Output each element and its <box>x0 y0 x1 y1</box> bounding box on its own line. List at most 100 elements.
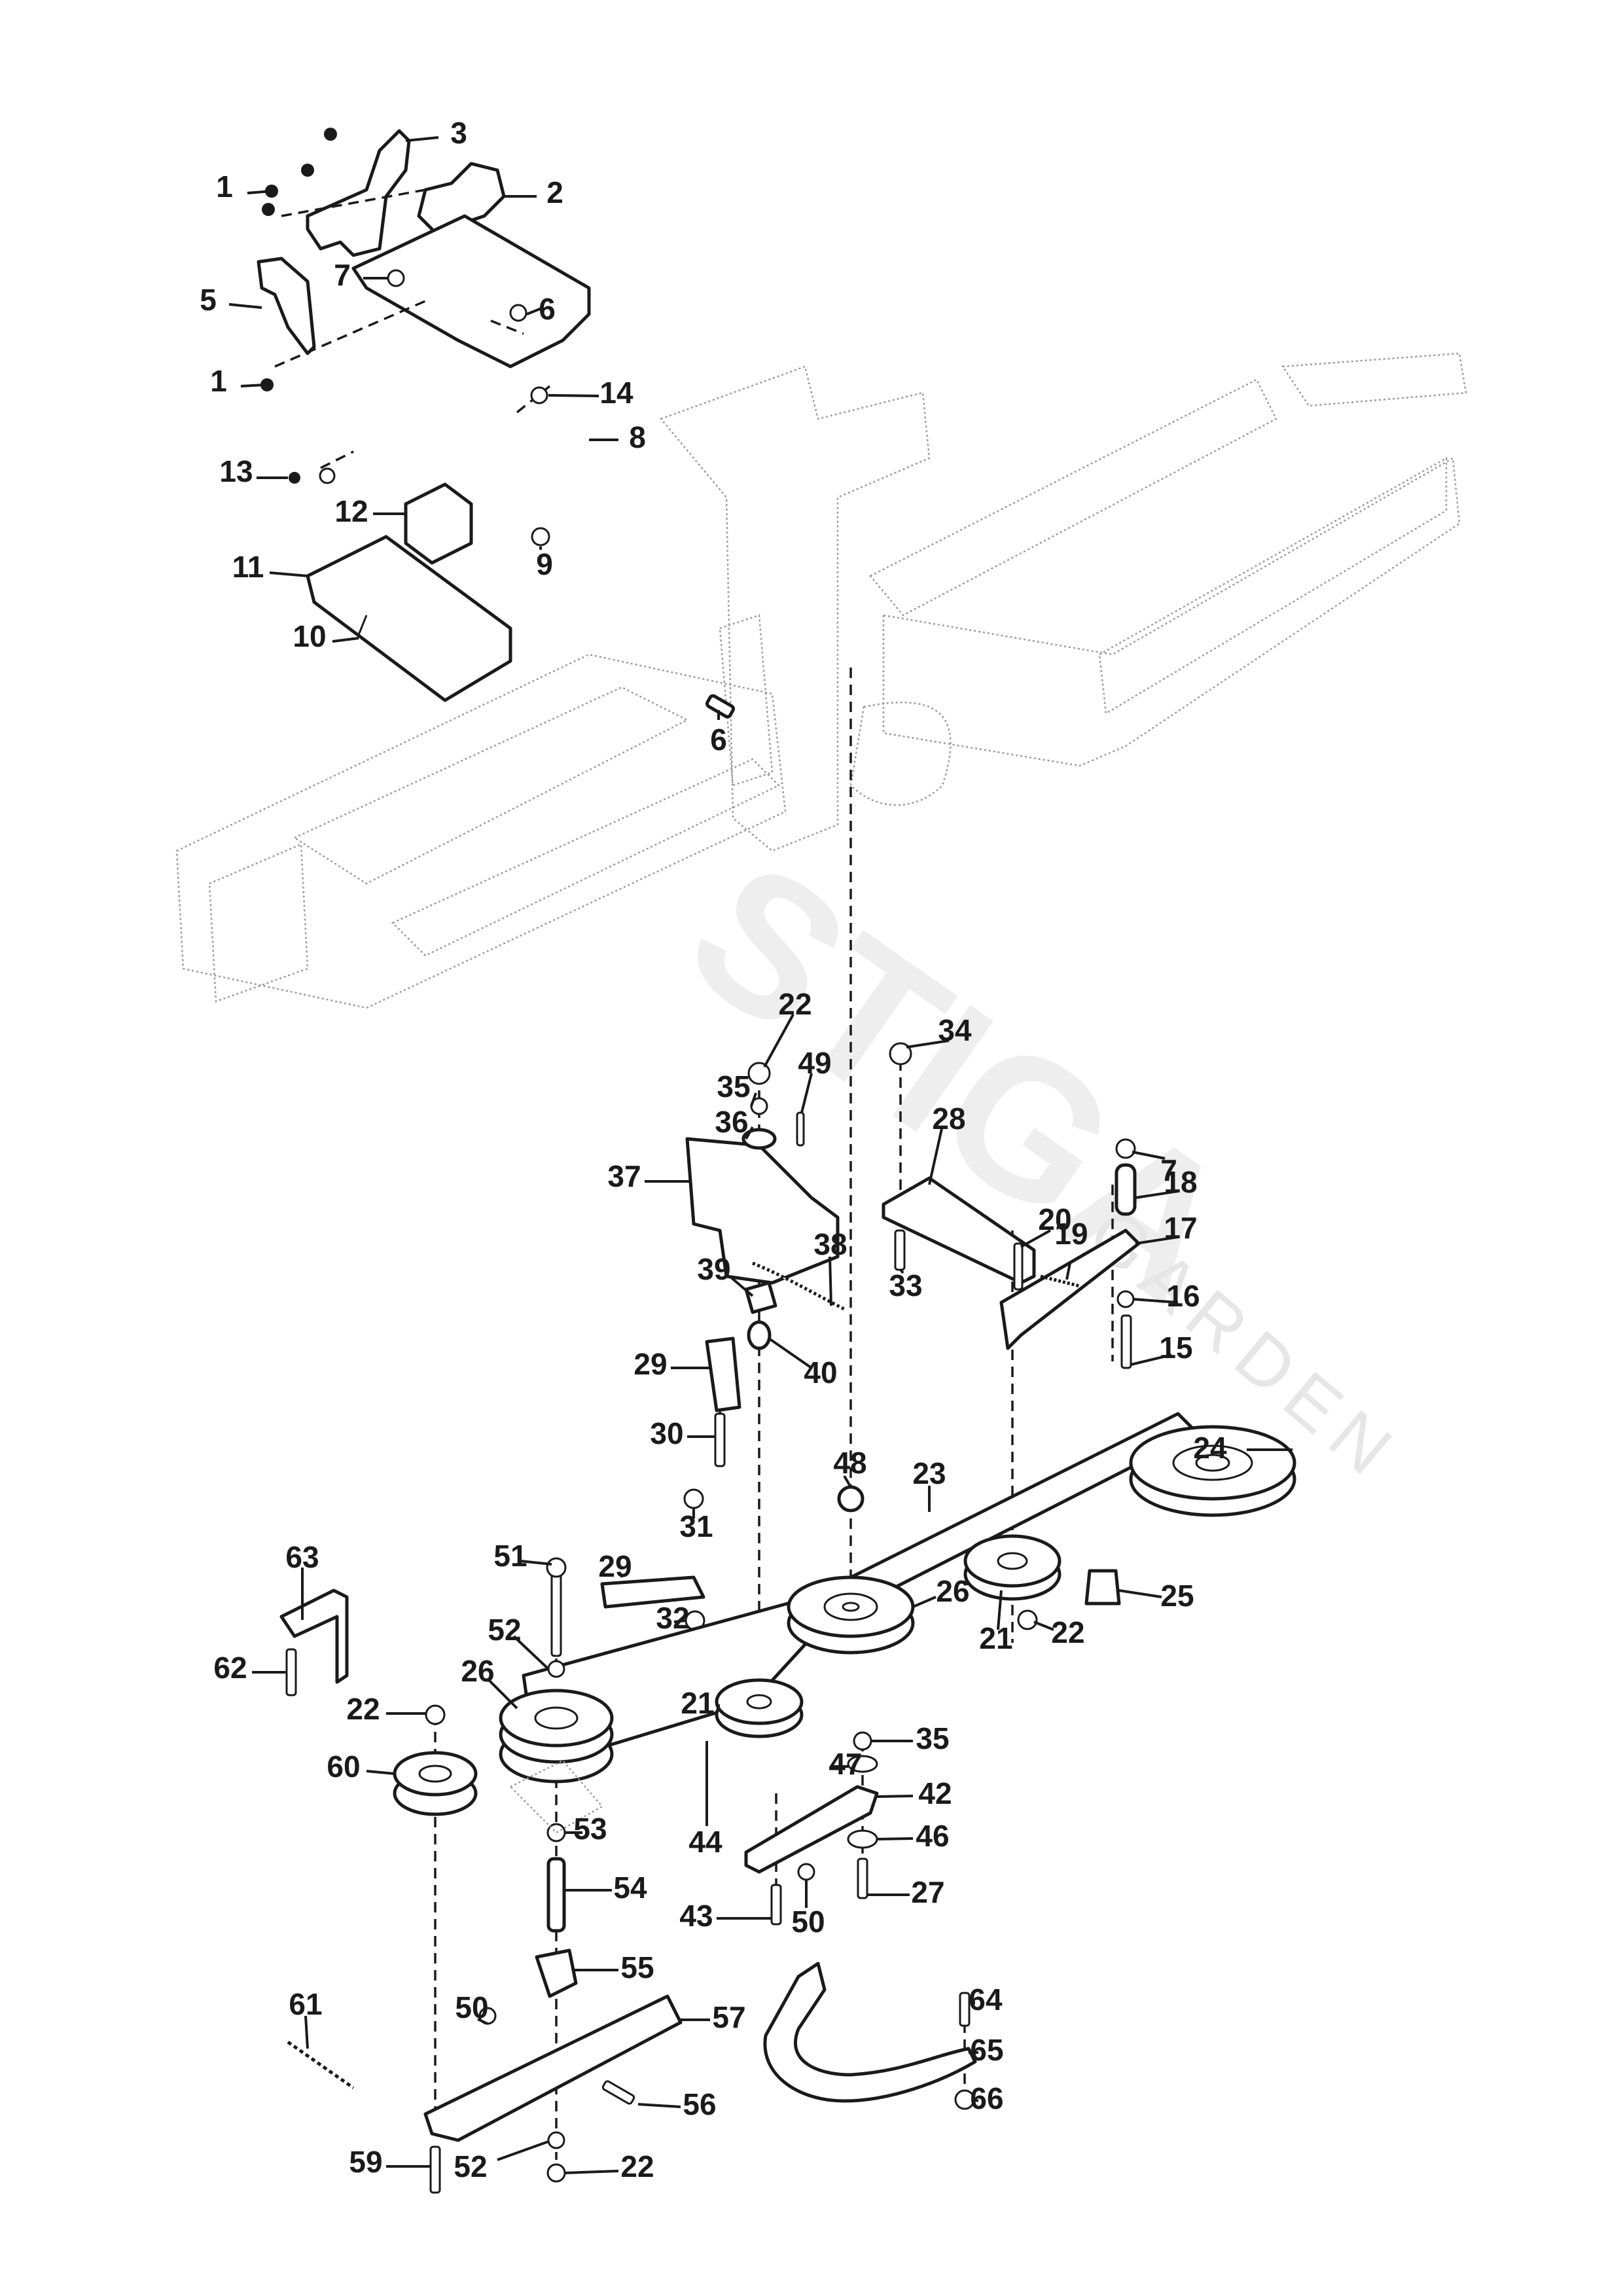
part-number-label: 37 <box>607 1159 641 1193</box>
nut-14 <box>530 386 548 404</box>
leader-line <box>763 1014 794 1067</box>
callout-8: 8 <box>589 420 646 454</box>
part-number-label: 61 <box>289 1987 322 2021</box>
washer-52 <box>547 1660 565 1678</box>
pulley-21-center <box>715 1678 804 1738</box>
bracket-12 <box>404 482 473 565</box>
part-number-label: 19 <box>1054 1217 1088 1251</box>
part-number-label: 52 <box>454 2149 487 2183</box>
callout-57: 57 <box>681 2000 746 2034</box>
leader-line <box>1133 1298 1179 1304</box>
part-number-label: 13 <box>219 454 253 488</box>
part-number-label: 24 <box>1193 1431 1227 1465</box>
pin-20 <box>1013 1242 1024 1291</box>
part-number-label: 32 <box>656 1601 689 1635</box>
spring-19 <box>1040 1274 1080 1288</box>
part-number-label: 17 <box>1164 1211 1197 1245</box>
bolt-31 <box>683 1488 704 1509</box>
idler-lever-group <box>600 1042 1141 1631</box>
leader-line <box>366 1770 395 1775</box>
part-number-label: 10 <box>293 619 326 653</box>
callout-46: 46 <box>876 1819 950 1853</box>
part-number-label: 18 <box>1164 1165 1197 1199</box>
callout-36: 36 <box>715 1105 754 1139</box>
callout-22: 22 <box>763 987 812 1067</box>
leader-line <box>829 1256 832 1306</box>
bolt-56 <box>601 2080 635 2105</box>
callout-1: 1 <box>210 364 266 398</box>
nut-7 <box>387 269 405 287</box>
callout-66: 66 <box>970 2081 1003 2115</box>
callout-14: 14 <box>548 376 633 410</box>
cover-37 <box>685 1137 840 1285</box>
callout-21: 21 <box>979 1590 1013 1655</box>
leader-line <box>1130 1354 1172 1366</box>
part-number-label: 16 <box>1166 1279 1200 1313</box>
callout-12: 12 <box>334 494 406 528</box>
leader-line <box>912 1596 936 1608</box>
part-number-label: 8 <box>629 420 646 454</box>
leader-line <box>1065 1263 1071 1280</box>
leader-line <box>1132 1151 1166 1160</box>
callout-47: 47 <box>829 1747 862 1781</box>
leader-line <box>750 1092 757 1107</box>
bolt-62 <box>285 1648 297 1696</box>
callout-30: 30 <box>650 1416 715 1450</box>
clutch-24 <box>1129 1425 1296 1517</box>
part-number-label: 29 <box>598 1549 632 1583</box>
bolt-33 <box>894 1229 906 1271</box>
nut-48 <box>837 1485 865 1513</box>
part-number-label: 49 <box>798 1046 831 1080</box>
washer-36 <box>741 1128 777 1150</box>
part-number-label: 43 <box>679 1899 713 1933</box>
part-number-label: 55 <box>620 1950 654 1984</box>
callout-15: 15 <box>1130 1331 1193 1366</box>
bracket-group-top <box>257 128 735 719</box>
bolt-15 <box>1120 1314 1132 1369</box>
leader-line <box>332 637 359 643</box>
nut-22-idler <box>425 1704 446 1725</box>
nut-7b <box>1115 1138 1136 1159</box>
nut-34 <box>889 1042 912 1066</box>
part-number-label: 11 <box>232 550 264 584</box>
callout-64: 64 <box>969 1982 1003 2017</box>
part-number-label: 53 <box>573 1812 607 1846</box>
part-number-label: 46 <box>916 1819 949 1853</box>
leader-line <box>477 2018 488 2025</box>
leader-line <box>928 1125 944 1185</box>
screw-1 <box>262 203 275 216</box>
leader-line <box>906 1039 950 1049</box>
mount-ghost <box>508 1759 603 1834</box>
screw-13 <box>289 472 300 484</box>
leader-line <box>637 2103 681 2108</box>
part-number-label: 30 <box>650 1416 683 1450</box>
leader-line <box>843 1475 852 1488</box>
callout-22: 22 <box>564 2149 654 2183</box>
part-number-label: 2 <box>546 175 563 209</box>
callout-59: 59 <box>349 2145 431 2179</box>
leader-line <box>486 1677 518 1710</box>
callout-51: 51 <box>493 1539 552 1573</box>
part-number-label: 23 <box>912 1456 946 1490</box>
plate-29a <box>705 1336 741 1412</box>
callout-26: 26 <box>461 1654 518 1710</box>
nut-22-lower <box>546 2163 566 2183</box>
callout-28: 28 <box>928 1102 966 1185</box>
leader-line <box>768 1337 813 1369</box>
part-number-label: 6 <box>710 723 727 757</box>
part-number-label: 22 <box>620 2149 654 2183</box>
arm-57 <box>423 1994 683 2142</box>
callout-35: 35 <box>717 1069 757 1107</box>
callout-2: 2 <box>504 175 563 209</box>
part-number-label: 12 <box>334 494 368 528</box>
callout-29: 29 <box>598 1549 632 1583</box>
screw-1 <box>260 378 274 391</box>
callout-49: 49 <box>798 1046 832 1113</box>
bracket-5 <box>257 257 316 355</box>
part-number-label: 29 <box>633 1347 667 1381</box>
part-number-label: 56 <box>683 2087 716 2121</box>
bolt-30 <box>714 1412 726 1467</box>
bushing-18 <box>1115 1163 1137 1216</box>
callout-40: 40 <box>768 1337 838 1390</box>
